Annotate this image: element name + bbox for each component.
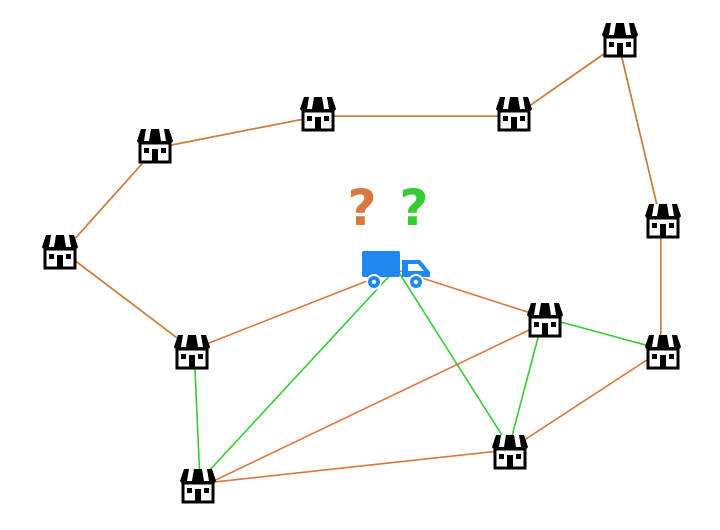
orange-route-edge-depot-s6: [190, 269, 396, 351]
green-route-edge-s12-s10: [545, 317, 664, 351]
store-icon-s3: [298, 95, 338, 132]
store-icon-s2: [494, 95, 534, 132]
store-icon-s6: [172, 333, 212, 370]
route-nodes: [40, 21, 683, 504]
store-icon-s9: [643, 202, 683, 239]
orange-route-edge-s5-s4: [61, 146, 158, 255]
orange-route-edge-s8-s7: [197, 449, 510, 485]
orange-route-edge-s1-s9: [617, 40, 662, 222]
orange-route-edge-s4-s3: [155, 115, 319, 149]
store-icon-s7: [178, 467, 218, 504]
orange-route-question-mark: ?: [347, 179, 376, 237]
green-route-edge-depot-s8: [397, 270, 513, 452]
green-route-question-mark: ?: [399, 179, 428, 237]
orange-route-edge-s10-s11: [508, 349, 663, 451]
green-route-edge-s8-s12: [507, 319, 544, 452]
green-route-edge-s7-depot: [195, 269, 395, 486]
orange-route-edge-s6-s5: [60, 249, 194, 351]
orange-route-edge-s7-s12: [198, 321, 547, 489]
store-icon-s5: [40, 233, 80, 270]
store-icon-s10: [643, 333, 683, 370]
store-icon-s1: [600, 21, 640, 58]
store-icon-s12: [525, 301, 565, 338]
store-icon-s4: [135, 127, 175, 164]
store-icon-s8: [490, 433, 530, 470]
green-route-edge-s6-s7: [193, 351, 201, 486]
delivery-truck-icon: [362, 251, 430, 290]
